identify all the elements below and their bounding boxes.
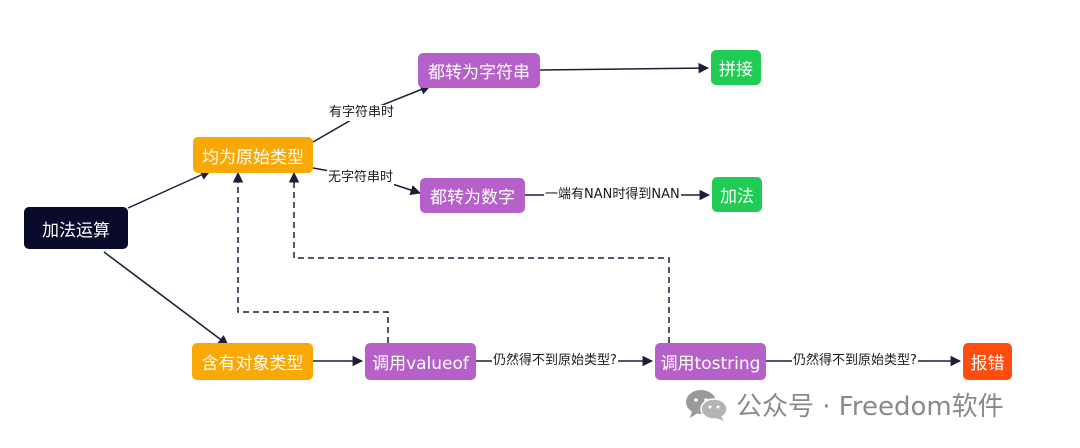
node-call-valueof: 调用valueof: [365, 343, 476, 380]
node-add: 加法: [712, 177, 762, 212]
label-no-string: 无字符串时: [327, 170, 395, 186]
wechat-icon: [686, 389, 728, 421]
node-concat: 拼接: [711, 50, 761, 85]
label-still-not-primitive-1: 仍然得不到原始类型?: [492, 353, 618, 369]
node-call-tostring: 调用tostring: [655, 343, 766, 380]
edge-valueof-back-to-primitive: [232, 171, 389, 343]
node-to-string: 都转为字符串: [418, 53, 540, 88]
node-all-primitive: 均为原始类型: [193, 137, 313, 173]
label-nan-rule: 一端有NAN时得到NAN: [544, 187, 681, 203]
watermark-text: 公众号 · Freedom软件: [736, 392, 1004, 422]
edge-root-to-primitive: [127, 170, 211, 209]
edge-string-to-concat: [539, 62, 710, 74]
node-addition-operation: 加法运算: [24, 207, 128, 249]
node-to-number: 都转为数字: [420, 178, 525, 213]
node-has-object: 含有对象类型: [192, 343, 313, 380]
label-has-string: 有字符串时: [328, 105, 396, 121]
label-still-not-primitive-2: 仍然得不到原始类型?: [792, 353, 918, 369]
node-error: 报错: [963, 343, 1012, 380]
edge-tostring-back-to-primitive: [288, 171, 670, 343]
edge-root-to-object: [103, 251, 229, 346]
watermark: 公众号 · Freedom软件: [684, 386, 1004, 423]
